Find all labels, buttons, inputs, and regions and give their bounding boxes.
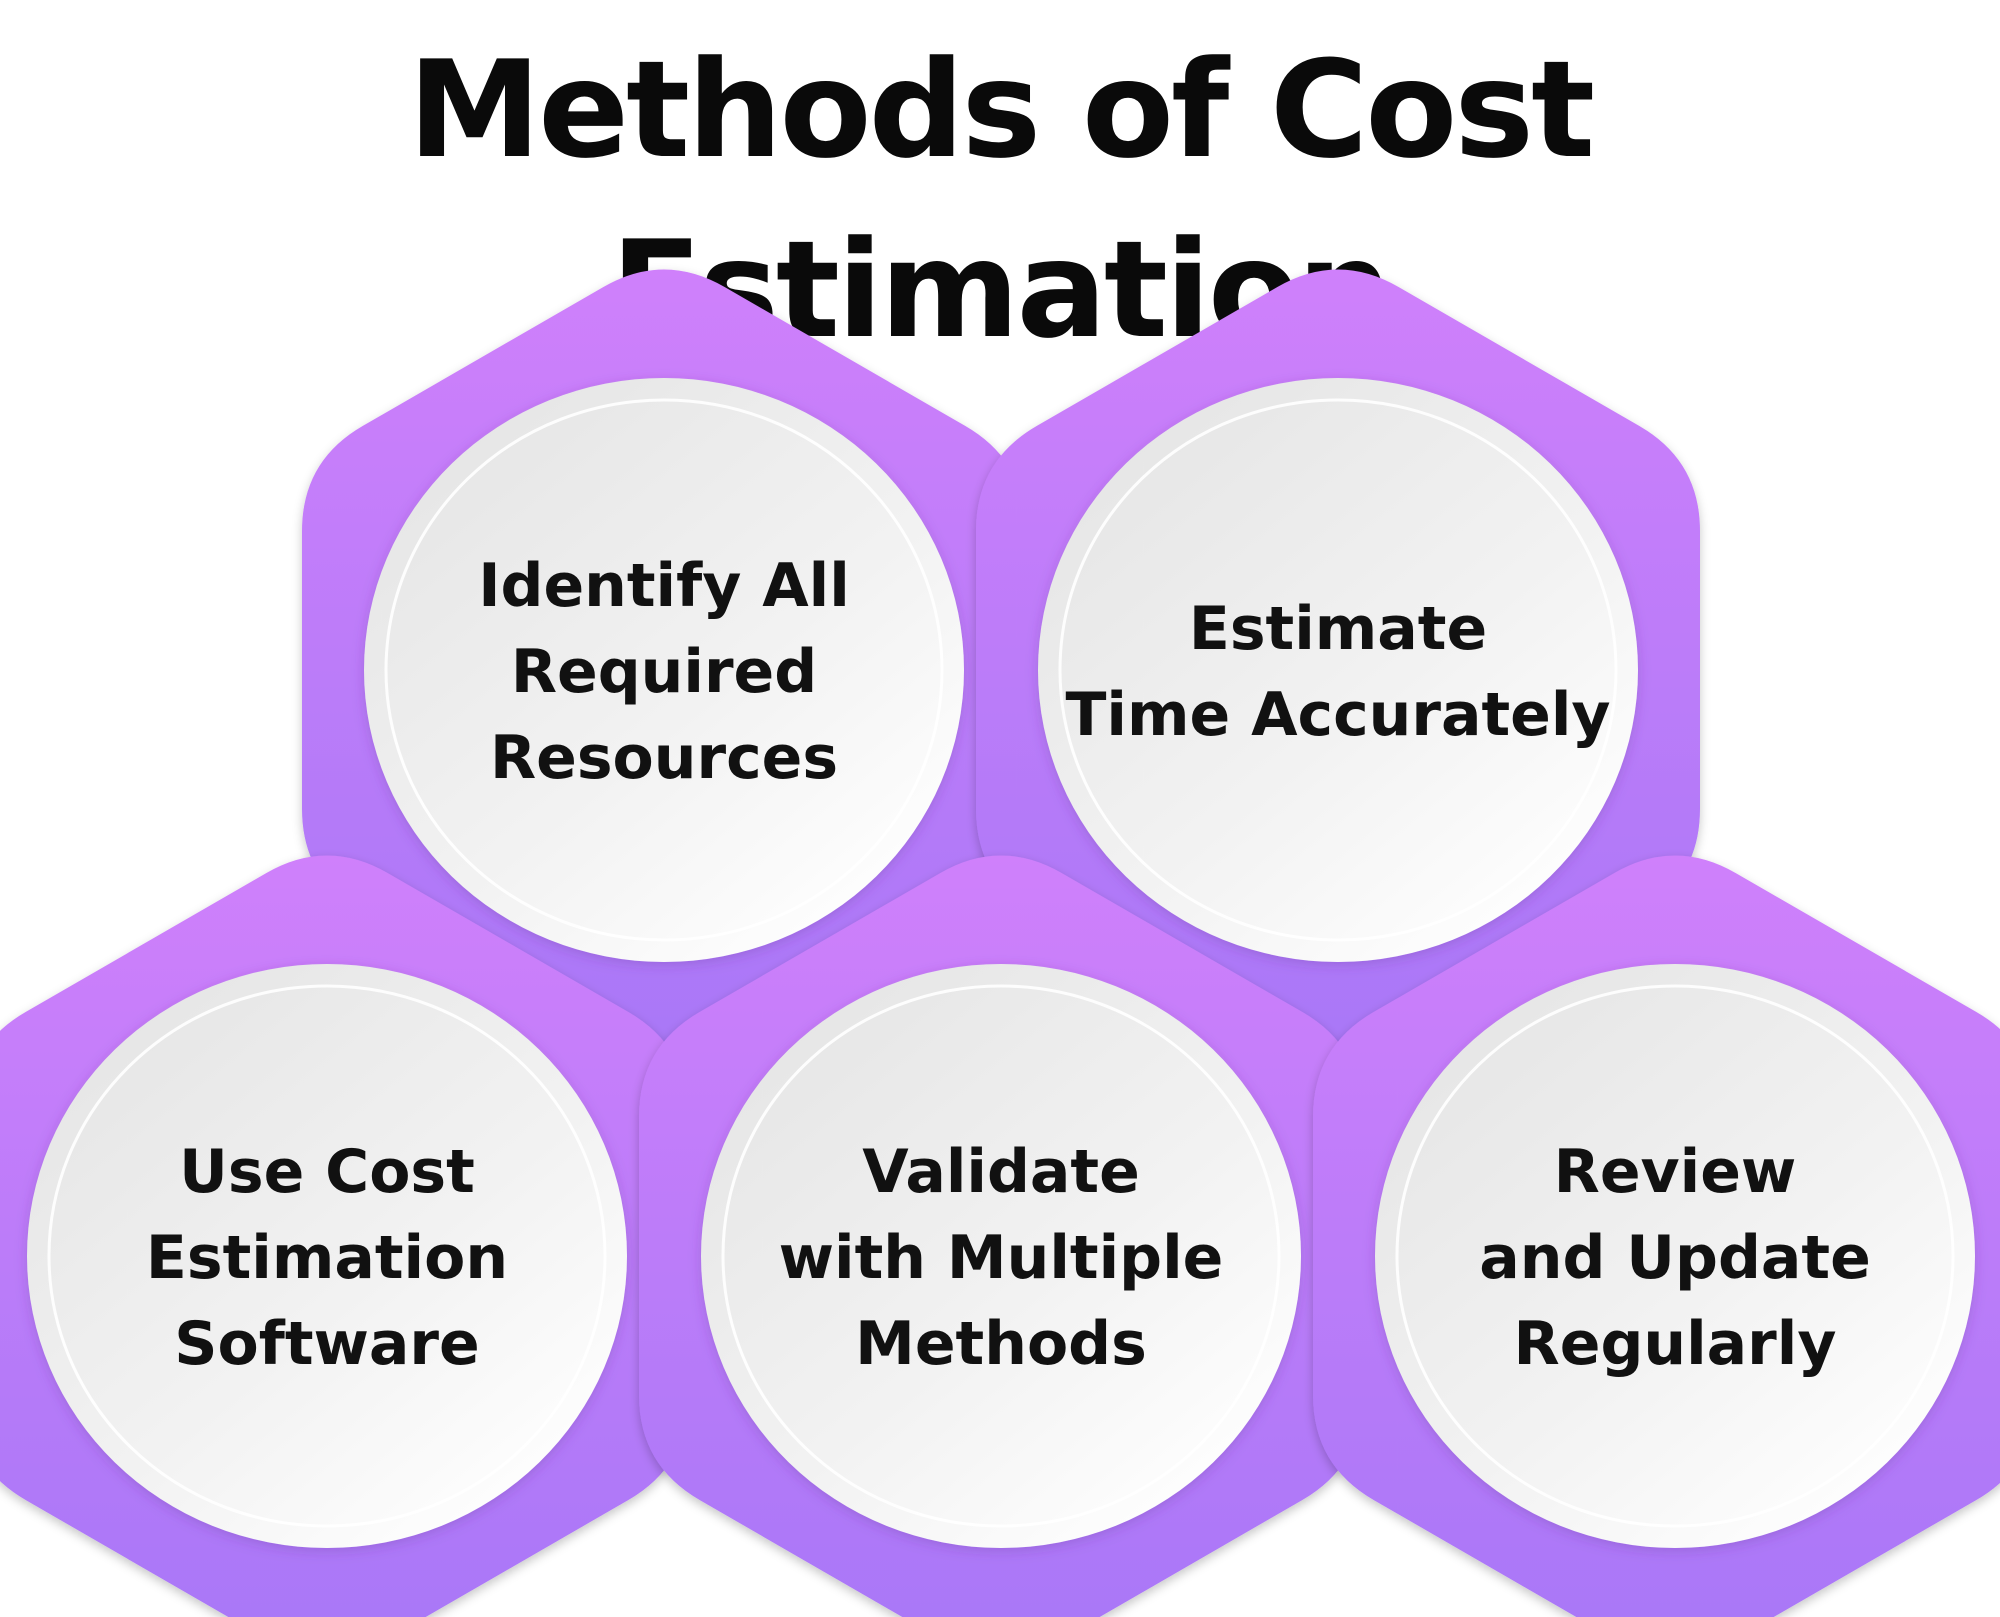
inner-circle [27, 964, 627, 1548]
inner-circle [701, 964, 1301, 1548]
hexagon-label-line: Review [1554, 1137, 1797, 1207]
inner-ring [721, 984, 1281, 1528]
hexagon-label-line: Required [511, 637, 817, 707]
hexagon-label-line: Validate [862, 1137, 1140, 1207]
inner-circle [1375, 964, 1975, 1548]
hexagon-label-line: Regularly [1514, 1309, 1837, 1379]
page-title: Methods of Cost Estimation [407, 32, 1595, 368]
inner-circle [364, 378, 964, 962]
inner-ring [1058, 398, 1618, 942]
hexagon-label-line: Estimate [1189, 594, 1487, 664]
inner-circle [1038, 378, 1638, 962]
hexagon-label-line: Identify All [478, 551, 850, 621]
inner-ring [47, 984, 607, 1528]
hexagon-label-line: with Multiple [779, 1223, 1224, 1293]
hexagon-label-line: Time Accurately [1065, 680, 1610, 750]
hexagon-label-line: Estimation [146, 1223, 508, 1293]
hexagon-label-line: and Update [1479, 1223, 1871, 1293]
hexagon-label-line: Methods [855, 1309, 1147, 1379]
hexagon-label-line: Use Cost [179, 1137, 475, 1207]
inner-ring [384, 398, 944, 942]
inner-ring [1395, 984, 1955, 1528]
hexagon-label-line: Software [174, 1309, 479, 1379]
hexagon-label-line: Resources [490, 723, 838, 793]
